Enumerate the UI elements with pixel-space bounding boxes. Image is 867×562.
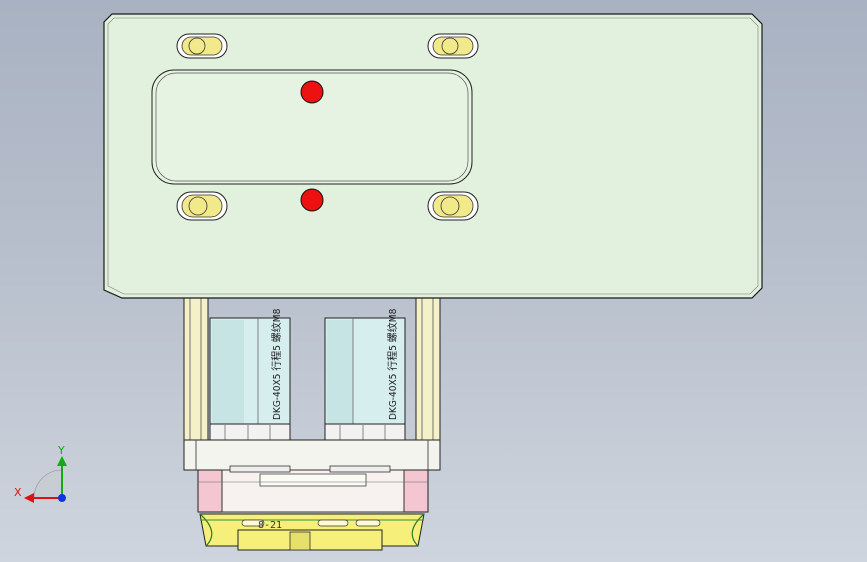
gear-engraving: 8-21 [258,520,282,531]
cylinder-left[interactable]: DKG-40X5 行程5 螺纹M8 [209,308,291,441]
flange [197,465,429,513]
slot-hole-top-right [427,33,479,59]
pin-bottom [300,188,324,212]
center-pocket [151,69,473,185]
cylinder-left-label: DKG-40X5 行程5 螺纹M8 [270,308,283,420]
x-axis-arrow [24,493,34,503]
slot-hole-bottom-left [176,191,228,221]
y-axis-label: Y [57,444,65,457]
slot-hole-bottom-right [427,191,479,221]
axis-triad[interactable]: Y X [14,444,67,503]
x-axis-label: X [14,486,22,499]
cylinder-right-label: DKG-40X5 行程5 螺纹M8 [386,308,399,420]
right-bracket [415,297,441,443]
base-plate [183,439,441,471]
left-bracket [183,297,209,443]
cylinder-right[interactable]: DKG-40X5 行程5 螺纹M8 [324,308,406,441]
pin-top [300,80,324,104]
z-axis-dot [58,494,66,502]
slot-hole-top-left [176,33,228,59]
gear: 8-21 [199,513,425,551]
y-axis-arrow [57,456,67,466]
